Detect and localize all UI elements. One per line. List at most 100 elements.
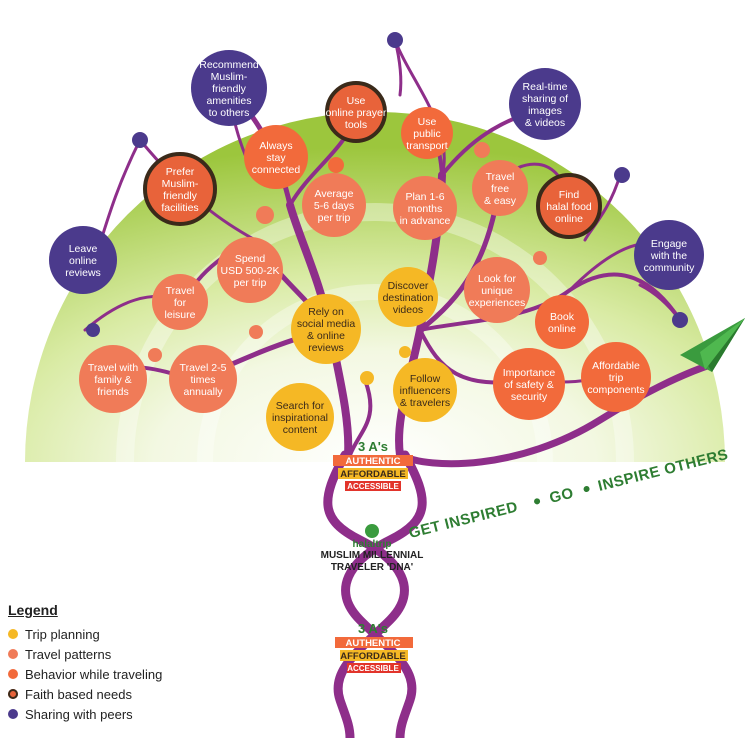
node-circle-9 xyxy=(536,173,602,239)
node-circle-0 xyxy=(191,50,267,126)
node-label-18-line-2: friends xyxy=(97,386,129,398)
legend-dot-icon xyxy=(8,709,18,719)
node-label-2-line-0: Use xyxy=(418,116,437,128)
node-label-11-line-1: with the xyxy=(650,250,687,262)
node-circle-10 xyxy=(49,226,117,294)
halaltrip-logo-icon xyxy=(365,524,379,538)
node-label-23-line-0: Search for xyxy=(276,400,325,412)
legend-dot-icon xyxy=(8,669,18,679)
node-circle-21 xyxy=(493,348,565,420)
legend-dot-icon xyxy=(8,649,18,659)
node-label-14-line-0: Look for xyxy=(478,273,516,285)
node-label-22-line-1: trip xyxy=(609,372,624,384)
node-label-4-line-0: Always xyxy=(259,140,292,152)
node-label-0-line-0: Recommend xyxy=(199,59,259,71)
legend-label: Faith based needs xyxy=(25,686,132,702)
node-label-18-line-1: family & xyxy=(94,374,131,386)
dna-title-line-1: MUSLIM MILLENNIAL xyxy=(320,550,424,561)
node-label-21-line-1: of safety & xyxy=(504,379,554,391)
node-circle-11 xyxy=(634,220,704,290)
node-label-3-line-0: Real-time xyxy=(523,81,568,93)
node-circle-16 xyxy=(291,294,361,364)
node-label-13-line-1: for xyxy=(174,297,187,309)
node-label-8-line-1: free xyxy=(491,183,509,195)
node-label-22-line-0: Affordable xyxy=(592,360,640,372)
node-label-9-line-1: halal food xyxy=(546,201,592,213)
node-label-3-line-3: & videos xyxy=(525,117,565,129)
node-label-9-line-2: online xyxy=(555,213,583,225)
node-circle-7 xyxy=(393,176,457,240)
node-label-9-line-0: Find xyxy=(559,189,580,201)
node-circle-2 xyxy=(401,107,453,159)
node-circle-13 xyxy=(152,274,208,330)
node-label-1-line-2: tools xyxy=(345,119,367,131)
node-label-11-line-2: community xyxy=(644,262,696,274)
node-label-1-line-0: Use xyxy=(347,95,366,107)
node-label-2-line-2: transport xyxy=(406,140,448,152)
branch-tip-dots xyxy=(86,32,688,385)
band1-word-1: AUTHENTIC xyxy=(346,456,401,467)
node-circle-23 xyxy=(266,383,334,451)
node-label-15-line-1: destination xyxy=(383,292,434,304)
legend-item-travel_patterns: Travel patterns xyxy=(8,644,208,664)
legend-label: Sharing with peers xyxy=(25,706,133,722)
node-label-12-line-1: USD 500-2K xyxy=(221,265,280,277)
node-label-15-line-2: videos xyxy=(393,304,423,316)
node-circle-19 xyxy=(169,345,237,413)
paper-plane-icon xyxy=(680,318,745,372)
dna-band-2: 3 A's AUTHENTIC AFFORDABLE ACCESSIBLE xyxy=(335,621,413,673)
node-label-10-line-0: Leave xyxy=(69,243,98,255)
node-label-4-line-1: stay xyxy=(266,152,286,164)
node-circle-4 xyxy=(244,125,308,189)
dna-helix xyxy=(323,450,427,738)
node-label-16-line-1: social media xyxy=(297,318,356,330)
node-label-19-line-2: annually xyxy=(183,386,223,398)
node-label-6-line-0: Average xyxy=(315,188,354,200)
dna-title-line-2: TRAVELER 'DNA' xyxy=(330,562,414,573)
node-label-6-line-2: per trip xyxy=(318,212,351,224)
band2-word-1: AUTHENTIC xyxy=(346,638,401,649)
node-label-5-line-1: Muslim- xyxy=(162,178,199,190)
node-label-8-line-0: Travel xyxy=(486,171,515,183)
band2-word-3: ACCESSIBLE xyxy=(347,664,399,673)
node-label-22-line-2: components xyxy=(587,384,644,396)
node-circle-3 xyxy=(509,68,581,140)
node-label-23-line-1: inspirational xyxy=(272,412,328,424)
node-label-6-line-1: 5-6 days xyxy=(314,200,354,212)
node-label-16-line-3: reviews xyxy=(308,342,344,354)
band1-heading: 3 A's xyxy=(358,439,388,454)
band1-word-2: AFFORDABLE xyxy=(340,469,405,480)
node-circle-22 xyxy=(581,342,651,412)
node-label-3-line-2: images xyxy=(528,105,562,117)
node-label-12-line-0: Spend xyxy=(235,253,266,265)
legend-label: Travel patterns xyxy=(25,646,112,662)
node-circle-14 xyxy=(464,257,530,323)
legend-item-sharing: Sharing with peers xyxy=(8,704,208,724)
legend-item-faith: Faith based needs xyxy=(8,684,208,704)
node-label-0-line-2: friendly xyxy=(212,83,247,95)
legend-item-behavior: Behavior while traveling xyxy=(8,664,208,684)
node-label-10-line-2: reviews xyxy=(65,267,101,279)
node-label-20-line-0: Follow xyxy=(410,373,441,385)
legend-dot-icon xyxy=(8,689,18,699)
node-circle-1 xyxy=(325,81,387,143)
node-label-23-line-2: content xyxy=(283,424,318,436)
node-label-16-line-2: & online xyxy=(307,330,345,342)
node-label-8-line-2: & easy xyxy=(484,195,517,207)
